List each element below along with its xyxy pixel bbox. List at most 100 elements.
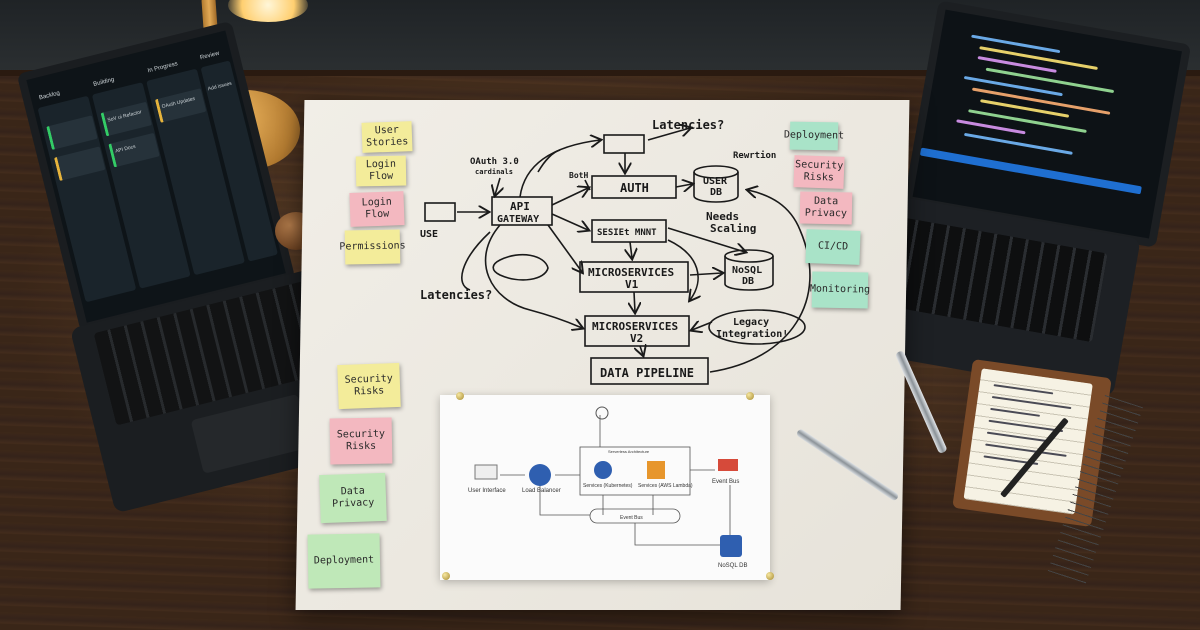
session-label: SESIEt MNNT (597, 228, 657, 238)
event-bus-pipe (589, 508, 681, 524)
printed-event-bus-right: Event Bus (712, 479, 739, 485)
legacy-label-2: Integration! (716, 328, 788, 340)
arrow (640, 346, 643, 355)
printed-load-balancer: Load Balancer (522, 488, 561, 494)
push-pin (766, 572, 774, 580)
printed-user-interface: User Interface (468, 488, 506, 494)
event-bus-icon (718, 459, 738, 471)
arrow (667, 227, 745, 252)
api-gateway-box (491, 196, 553, 226)
ms-v1-label-1: MICROSERVICES (588, 266, 674, 279)
oauth-sub-label: cardinals (475, 168, 513, 176)
user-db-label-2: DB (710, 187, 722, 198)
sticky-right-deployment: Deployment (784, 121, 844, 151)
sticky-login-flow-pink: Login Flow (349, 191, 405, 227)
data-pipeline-box (590, 357, 709, 385)
handwriting-line (985, 443, 1067, 457)
sticky-right-ci-cd: CI/CD (805, 229, 861, 265)
load-balancer-icon (529, 464, 551, 486)
cloud-icon (595, 406, 609, 420)
handwriting-line (991, 395, 1072, 410)
nosql-top (724, 249, 774, 263)
lamp-light (228, 0, 308, 22)
user-label: USE (420, 229, 438, 240)
connector (634, 523, 720, 546)
ms-v2-label-2: V2 (630, 332, 643, 345)
top-box (603, 134, 645, 154)
arrow (584, 179, 591, 191)
needs-scaling-label-1: Needs (706, 210, 739, 223)
sticky-right-data-privacy: Data Privacy (799, 191, 853, 225)
rewrite-label: Rewrtion (733, 150, 776, 161)
printed-architecture-diagram: Serverless Architecture User Interface L… (440, 395, 770, 580)
legacy-ellipse (708, 309, 806, 345)
printed-header: Serverless Architecture (608, 449, 650, 454)
sticky-permissions: Permissions (339, 229, 406, 265)
sticky-security-risks: Security Risks (337, 362, 401, 410)
arrow (667, 239, 698, 300)
nosql-db-icon (720, 535, 742, 557)
nosql-label-2: DB (742, 276, 754, 287)
kubernetes-icon (594, 461, 612, 479)
handwriting-line (990, 407, 1040, 417)
arrow (547, 224, 582, 272)
arrow (495, 177, 500, 195)
oauth-label: OAuth 3.0 (470, 157, 519, 167)
sticky-login-flow: Login Flow (355, 155, 407, 187)
push-pin (442, 572, 450, 580)
auth-label: AUTH (620, 181, 649, 195)
services-group (579, 446, 691, 496)
api-gateway-label-2: GATEWAY (497, 214, 539, 225)
needs-scaling-label-2: Scaling (710, 222, 756, 235)
user-interface-icon (474, 464, 498, 480)
both-label: BotH (569, 171, 588, 180)
sticky-user-stories: User Stories (361, 121, 413, 153)
arrow (692, 322, 713, 330)
lambda-icon (647, 461, 665, 479)
printed-nosql-db: NoSQL DB (718, 563, 747, 569)
sketch-strokes (424, 128, 811, 385)
session-box (591, 219, 667, 243)
latencies-left-label: Latencies? (420, 288, 492, 302)
arrow (519, 140, 600, 198)
handwriting-line (993, 384, 1054, 395)
arrow (689, 273, 722, 275)
connector (539, 485, 590, 516)
sticky-security-risks-pink: Security Risks (329, 417, 393, 465)
handwriting-line (986, 431, 1052, 443)
arrow (551, 213, 588, 230)
nosql-body (724, 256, 774, 291)
sticky-data-privacy: Data Privacy (319, 472, 387, 524)
ms-v2-label-1: MICROSERVICES (592, 320, 678, 333)
scribble (492, 253, 549, 281)
data-pipeline-label: DATA PIPELINE (600, 366, 694, 380)
push-pin (746, 392, 754, 400)
arrow (461, 231, 491, 291)
user-db-label-1: USER (703, 176, 728, 187)
printed-kubernetes: Services (Kubernetes) (583, 483, 633, 489)
latencies-top-label: Latencies? (652, 118, 724, 132)
user-db-body (693, 172, 739, 203)
sticky-right-monitoring: Monitoring (810, 271, 870, 309)
arrow (484, 224, 582, 328)
arrow (647, 128, 690, 141)
arrow (551, 188, 588, 206)
sticky-right-security-risks: Security Risks (793, 155, 845, 189)
desk-edge (0, 70, 1200, 76)
arrow (630, 241, 632, 258)
scribble (537, 149, 561, 173)
ms-v1-label-2: V1 (625, 278, 639, 291)
legacy-label-1: Legacy (733, 317, 769, 328)
arrow (634, 291, 635, 312)
api-gateway-label-1: API (510, 200, 530, 213)
nosql-label-1: NoSQL (732, 265, 762, 276)
sticky-deployment: Deployment (307, 533, 381, 589)
user-box (424, 202, 456, 222)
printed-event-bus-center: Event Bus (620, 515, 643, 521)
arrow (675, 184, 692, 187)
printed-diagram-svg: Serverless Architecture User Interface L… (468, 406, 747, 569)
printed-lambda: Services (AWS Lambda) (638, 483, 693, 489)
push-pin (456, 392, 464, 400)
